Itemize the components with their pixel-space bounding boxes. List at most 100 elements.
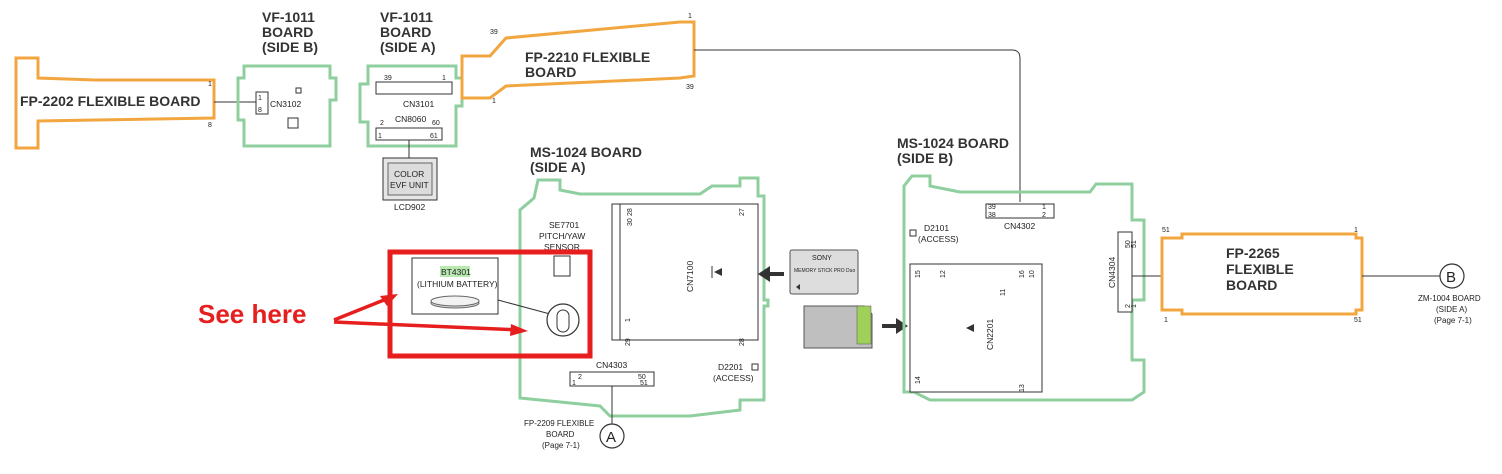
fp2210-pin-bottom-left: 1	[492, 98, 496, 105]
fp2202-pin8: 8	[208, 122, 212, 129]
cn7100-pin29: 29	[625, 338, 632, 346]
d2101-line1: D2101	[924, 223, 949, 233]
fp2265-pin-bottom-left: 1	[1164, 317, 1168, 324]
fp2265-line1: FP-2265	[1226, 245, 1280, 261]
reference-b-line3: (Page 7-1)	[1434, 316, 1472, 325]
reference-a-marker: A	[606, 429, 616, 446]
bt4301-desc: (LITHIUM BATTERY)	[417, 279, 498, 289]
cn8060-label: CN8060	[395, 114, 426, 124]
cn3101-pin39: 39	[384, 75, 392, 82]
cn2201-pin16: 16	[1019, 270, 1026, 278]
cn4304-pin50: 50	[1125, 240, 1132, 248]
fp2265-line2: FLEXIBLE	[1226, 261, 1294, 277]
fp2265-line3: BOARD	[1226, 277, 1277, 293]
cn4302-pin38: 38	[988, 212, 996, 219]
reference-b: B ZM-1004 BOARD (SIDE A) (Page 7-1)	[1418, 263, 1481, 325]
cn7100-pin1-marker-icon	[714, 268, 722, 276]
cn7100-pin-strip	[611, 203, 621, 341]
fp2202-label: FP-2202 FLEXIBLE BOARD	[20, 93, 200, 109]
cn4302-connector	[985, 203, 1055, 219]
cn4304-pin2: 2	[1125, 304, 1132, 308]
d2201-line2: (ACCESS)	[713, 373, 754, 383]
fp2210-pin-bottom-right: 39	[686, 84, 694, 91]
cn3102-pin8: 8	[258, 107, 262, 114]
cn7100-pin28: 28	[627, 208, 634, 216]
d2201-line1: D2201	[718, 362, 743, 372]
cn7100-pin30: 30	[627, 218, 634, 226]
cn2201-pin10: 10	[1029, 270, 1036, 278]
cn8060-pin60: 60	[432, 120, 440, 127]
fp2210-line2: BOARD	[525, 64, 576, 80]
se7701-sensor	[553, 255, 571, 277]
cn8060-pin2: 2	[380, 120, 384, 127]
cn2201-pin13: 13	[1019, 384, 1026, 392]
vf1011-side-a-board: VF-1011 BOARD (SIDE A) 39 1 CN3101 2 60 …	[358, 9, 464, 212]
ms-side-a-line2: (SIDE A)	[530, 159, 585, 175]
memory-stick-pro-duo-card: SONY MEMORY STICK PRO Duo	[789, 249, 859, 295]
vf-side-a-line2: BOARD	[380, 24, 431, 40]
cn8060-pin1: 1	[378, 133, 382, 140]
cn3101-connector	[375, 81, 453, 95]
color-evf-line2: EVF UNIT	[390, 180, 429, 190]
cn4303-pin50: 50	[638, 374, 646, 381]
vf-side-b-line2: BOARD	[262, 24, 313, 40]
d2101-led-icon	[909, 229, 917, 237]
see-here-label: See here	[198, 299, 306, 329]
arrow-to-battery	[333, 320, 521, 332]
d2201-led-icon	[751, 363, 759, 371]
cn3102-pin1: 1	[258, 95, 262, 102]
cn4304-connector	[1117, 231, 1133, 313]
color-evf-line1: COLOR	[394, 169, 424, 179]
cn7100-connector	[611, 203, 759, 341]
lcd902-label: LCD902	[394, 202, 425, 212]
fp2265-flexible-board: FP-2265 FLEXIBLE BOARD 51 1 1 51	[1160, 227, 1364, 324]
color-evf-unit-inner	[387, 162, 433, 196]
reference-a-line1: FP-2209 FLEXIBLE	[524, 419, 594, 428]
fp2202-flexible-board: FP-2202 FLEXIBLE BOARD 1 8	[14, 56, 216, 150]
se7701-line1: SE7701	[549, 220, 580, 230]
fp2210-to-cn4302-wire	[694, 49, 1021, 202]
cn4303-pin1: 1	[572, 380, 576, 387]
cn7100-pin1: 1	[625, 318, 632, 322]
vf-side-b-line1: VF-1011	[262, 9, 315, 25]
se7701-line2: PITCH/YAW	[539, 231, 585, 241]
cn4303-pin2: 2	[578, 374, 582, 381]
vf-side-a-line1: VF-1011	[380, 9, 433, 25]
vf1011-side-b-board: VF-1011 BOARD (SIDE B) 1 8 CN3102	[236, 9, 338, 148]
ms-card-direction-icon	[796, 284, 800, 290]
arrow-to-callout-head-icon	[380, 294, 398, 306]
cn2201-pin11: 11	[1000, 289, 1007, 296]
reference-a: A FP-2209 FLEXIBLE BOARD (Page 7-1)	[524, 419, 625, 450]
cn2201-connector	[909, 263, 1043, 393]
reference-b-line2: (SIDE A)	[1436, 305, 1467, 314]
cn3101-label: CN3101	[403, 99, 434, 109]
vf-side-b-line3: (SIDE B)	[262, 39, 318, 55]
bt4301-battery-slot	[556, 309, 570, 333]
sd-card	[803, 305, 873, 349]
cn4302-pin2: 2	[1042, 212, 1046, 219]
vf-side-b-pad	[295, 87, 302, 94]
ms-side-b-line2: (SIDE B)	[897, 150, 953, 166]
cn4302-pin1: 1	[1042, 204, 1046, 211]
cn4303-label: CN4303	[596, 360, 627, 370]
fp2265-pin-bottom-right: 51	[1354, 317, 1362, 324]
ms-card-brand: SONY	[812, 255, 832, 262]
fp2210-pin-top-right: 1	[688, 13, 692, 20]
highlight-box	[387, 249, 593, 359]
se7701-line3: SENSOR	[544, 242, 580, 252]
see-here-annotation: See here	[198, 249, 593, 359]
cn7100-pin27: 27	[739, 208, 746, 216]
bt4301-leader-line	[497, 299, 551, 315]
fp2210-pin-top-left: 39	[490, 29, 498, 36]
cn7100-label: CN7100	[685, 261, 695, 292]
cn4302-pin39: 39	[988, 204, 996, 211]
ms-side-b-line1: MS-1024 BOARD	[897, 135, 1009, 151]
cn4304-label: CN4304	[1107, 257, 1117, 288]
cn2201-pin1-marker-icon	[966, 324, 974, 332]
reference-a-line3: (Page 7-1)	[542, 441, 580, 450]
ms1024-side-b-board: MS-1024 BOARD (SIDE B) 39 1 38 2 CN4302 …	[897, 135, 1146, 402]
cn3102-label: CN3102	[270, 99, 301, 109]
cn2201-pin12: 12	[940, 270, 947, 278]
fp2210-flexible-board: FP-2210 FLEXIBLE BOARD 39 1 1 39	[460, 13, 696, 105]
